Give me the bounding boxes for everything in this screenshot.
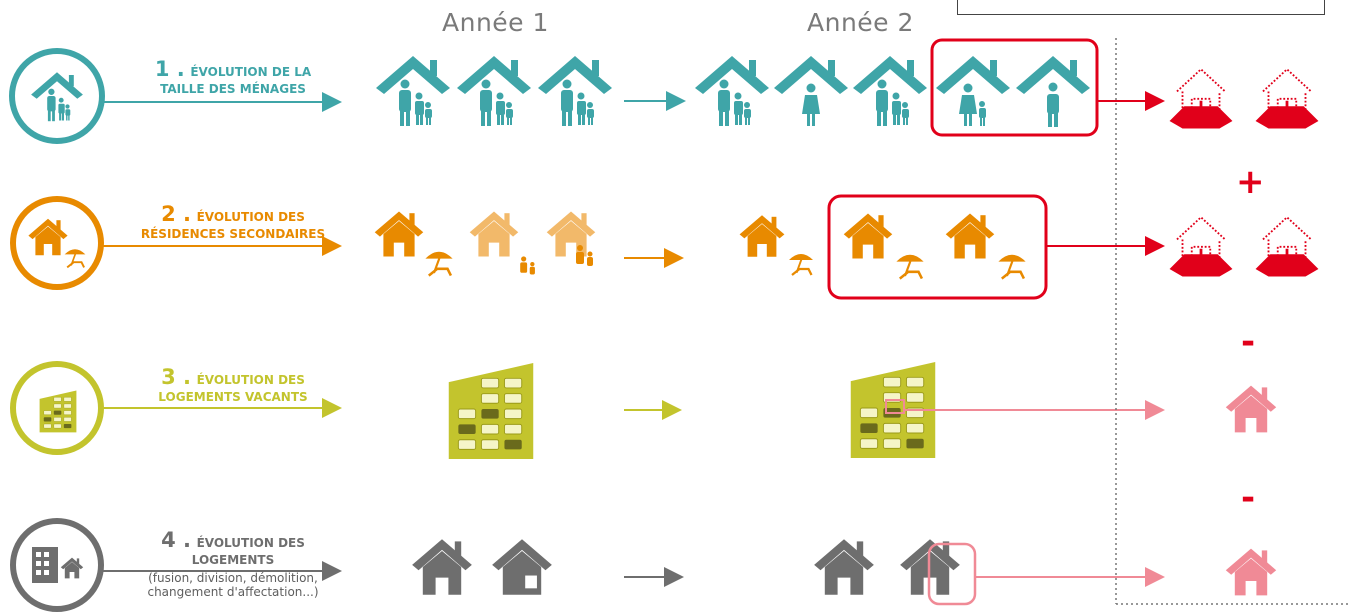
house-icon bbox=[469, 211, 519, 257]
row-2-number: 2 . bbox=[161, 202, 191, 226]
row-1-circle-icon bbox=[9, 48, 105, 144]
minus-operator-1: - bbox=[1241, 322, 1256, 362]
new-house-icon bbox=[1253, 215, 1321, 279]
row-4-number: 4 . bbox=[161, 528, 191, 552]
row-1-number: 1 . bbox=[154, 57, 185, 81]
row-4-line1: ÉVOLUTION DES bbox=[196, 536, 305, 550]
umbrella-icon bbox=[424, 250, 454, 277]
row-3-circle-icon bbox=[10, 361, 104, 455]
people-icon bbox=[520, 256, 535, 275]
vacant-unit-highlight bbox=[885, 399, 905, 414]
plus-operator: + bbox=[1236, 162, 1265, 202]
house-umbrella-icon bbox=[843, 213, 893, 259]
house-woman-icon bbox=[936, 56, 1010, 126]
row-3-line2: LOGEMENTS VACANTS bbox=[158, 390, 308, 405]
year-1-header: Année 1 bbox=[442, 8, 549, 37]
house-umbrella-icon bbox=[374, 211, 424, 257]
house-icon bbox=[546, 211, 596, 257]
house-icon bbox=[814, 539, 874, 595]
row-1-label: 1 . ÉVOLUTION DE LA TAILLE DES MÉNAGES bbox=[128, 56, 338, 97]
house-icon bbox=[412, 539, 472, 595]
row-1-highlight-box bbox=[930, 38, 1099, 137]
house-family-icon bbox=[376, 56, 450, 126]
year-2-header: Année 2 bbox=[807, 8, 914, 37]
house-family-icon bbox=[538, 56, 612, 126]
new-house-icon bbox=[1167, 215, 1235, 279]
minus-operator-2: - bbox=[1241, 478, 1256, 518]
house-family-icon bbox=[457, 56, 531, 126]
house-umbrella-icon bbox=[945, 213, 995, 259]
row-4-sub-label: (fusion, division, démolition, changemen… bbox=[128, 571, 338, 600]
new-house-icon bbox=[1167, 67, 1235, 131]
umbrella-icon bbox=[895, 253, 925, 280]
building-icon bbox=[448, 362, 534, 460]
house-family-icon bbox=[853, 56, 927, 126]
row-4-circle-icon bbox=[10, 518, 104, 612]
row-3-label: 3 . ÉVOLUTION DES LOGEMENTS VACANTS bbox=[128, 364, 338, 405]
house-man-icon bbox=[1016, 56, 1090, 127]
row-4-label: 4 . ÉVOLUTION DES LOGEMENTS bbox=[128, 527, 338, 568]
row-2-circle-icon bbox=[10, 196, 104, 290]
house-umbrella-icon bbox=[739, 215, 785, 257]
row-2-line1: ÉVOLUTION DES bbox=[196, 210, 305, 224]
row-4-sub: (fusion, division, démolition, changemen… bbox=[147, 571, 319, 599]
row-3-number: 3 . bbox=[161, 365, 191, 389]
umbrella-icon bbox=[787, 252, 815, 277]
new-house-icon bbox=[1253, 67, 1321, 131]
house-icon bbox=[492, 539, 552, 595]
row-1-line2: TAILLE DES MÉNAGES bbox=[160, 82, 306, 97]
row-3-line1: ÉVOLUTION DES bbox=[196, 373, 305, 387]
row-4-line2: LOGEMENTS bbox=[191, 553, 275, 568]
house-icon bbox=[1225, 548, 1277, 596]
row-4-highlight-box bbox=[927, 542, 977, 606]
row-2-line2: RÉSIDENCES SECONDAIRES bbox=[140, 227, 326, 242]
legend-box bbox=[957, 0, 1325, 15]
umbrella-icon bbox=[997, 253, 1027, 280]
row-1-line1: ÉVOLUTION DE LA bbox=[190, 65, 312, 79]
house-woman-icon bbox=[774, 56, 848, 126]
row-2-label: 2 . ÉVOLUTION DES RÉSIDENCES SECONDAIRES bbox=[128, 201, 338, 242]
house-family-icon bbox=[695, 56, 769, 126]
house-icon bbox=[1225, 385, 1277, 433]
row-2-highlight-box bbox=[827, 194, 1048, 300]
